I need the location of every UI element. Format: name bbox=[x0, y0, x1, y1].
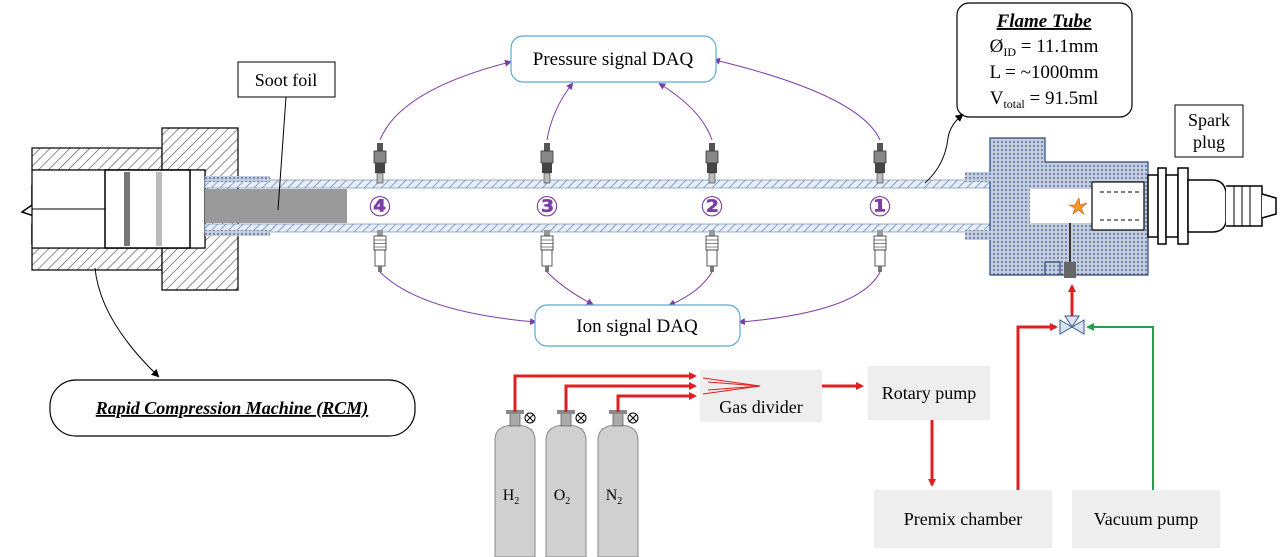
svg-text:Rotary pump: Rotary pump bbox=[882, 383, 977, 403]
svg-text:Spark: Spark bbox=[1188, 110, 1230, 130]
svg-text:Gas divider: Gas divider bbox=[719, 397, 802, 417]
sensor-number: ② bbox=[700, 190, 724, 223]
gas-lines bbox=[513, 284, 1076, 490]
svg-text:Premix chamber: Premix chamber bbox=[904, 509, 1022, 529]
diameter-spec: ØID = 11.1mm bbox=[990, 36, 1099, 59]
gas-divider-box: Gas divider bbox=[700, 370, 822, 422]
rcm-label: Rapid Compression Machine (RCM) bbox=[49, 267, 416, 437]
ion-probe bbox=[705, 230, 719, 272]
ion-probe bbox=[373, 230, 387, 272]
svg-text:Pressure signal DAQ: Pressure signal DAQ bbox=[533, 49, 694, 70]
premix-chamber-box: Premix chamber bbox=[874, 490, 1052, 548]
three-way-valve bbox=[1059, 315, 1085, 335]
svg-text:Flame Tube: Flame Tube bbox=[996, 11, 1092, 32]
pressure-transducer bbox=[373, 143, 387, 184]
pressure-transducer bbox=[705, 143, 719, 184]
sensor-4: ④ bbox=[368, 143, 392, 272]
soot-foil-label: Soot foil bbox=[237, 61, 336, 211]
ion-probe bbox=[540, 230, 554, 272]
gas-cylinders: H2 O2 N2 bbox=[494, 410, 639, 557]
svg-text:plug: plug bbox=[1193, 132, 1225, 152]
sensor-number: ④ bbox=[368, 190, 392, 223]
sensor-1: ① bbox=[868, 143, 892, 272]
ion-signal-lines bbox=[379, 271, 881, 326]
end-block bbox=[965, 137, 1149, 278]
cylinder-label: H2 bbox=[503, 487, 520, 507]
svg-text:Rapid Compression Machine (RCM: Rapid Compression Machine (RCM) bbox=[95, 398, 369, 419]
rcm-machine bbox=[20, 127, 239, 291]
pressure-transducer bbox=[873, 143, 887, 184]
pressure-daq-box: Pressure signal DAQ bbox=[510, 35, 717, 83]
svg-text:Ion signal DAQ: Ion signal DAQ bbox=[576, 316, 698, 337]
gas-cylinder-o2: O2 bbox=[545, 410, 587, 557]
spark-plug-label: Spark plug bbox=[1174, 104, 1244, 158]
sensor-3: ③ bbox=[535, 143, 559, 272]
svg-text:Soot foil: Soot foil bbox=[255, 70, 318, 90]
pressure-transducer bbox=[540, 143, 554, 184]
ion-probe bbox=[873, 230, 887, 272]
sensor-number: ③ bbox=[535, 190, 559, 223]
vacuum-line bbox=[1086, 323, 1154, 490]
flame-tube-box: Flame Tube ØID = 11.1mm L = ~1000mm Vtot… bbox=[924, 2, 1133, 184]
ion-daq-box: Ion signal DAQ bbox=[534, 304, 741, 347]
cylinder-label: O2 bbox=[554, 487, 571, 507]
vacuum-pump-box: Vacuum pump bbox=[1072, 490, 1220, 548]
svg-text:L = ~1000mm: L = ~1000mm bbox=[990, 62, 1099, 83]
flame-tube bbox=[204, 176, 1036, 236]
sensor-number: ① bbox=[868, 190, 892, 223]
gas-cylinder-n2: N2 bbox=[597, 410, 639, 557]
rotary-pump-box: Rotary pump bbox=[868, 366, 990, 420]
soot-foil bbox=[205, 189, 347, 223]
svg-text:Vacuum pump: Vacuum pump bbox=[1094, 509, 1198, 529]
sensor-2: ② bbox=[700, 143, 724, 272]
pressure-signal-lines bbox=[379, 57, 881, 141]
volume-spec: Vtotal = 91.5ml bbox=[990, 88, 1099, 111]
sensors: ④ ③ ② ① bbox=[368, 143, 892, 272]
cylinder-label: N2 bbox=[606, 487, 623, 507]
gas-cylinder-h2: H2 bbox=[494, 410, 536, 557]
spark-plug bbox=[1147, 167, 1277, 245]
